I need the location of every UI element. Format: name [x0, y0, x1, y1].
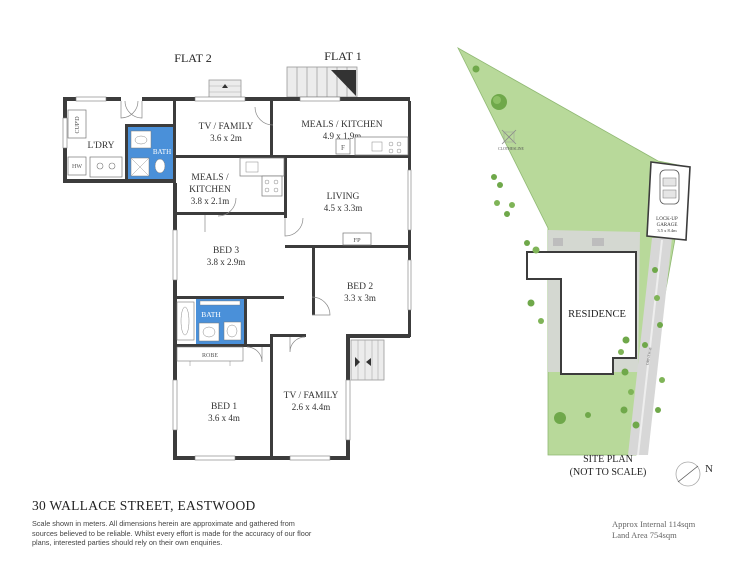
laundry-fixtures: CUP'D HW [67, 109, 123, 178]
tv-family-bottom-name: TV / FAMILY [284, 391, 339, 401]
residence-footprint [526, 251, 637, 375]
bath-bottom: BATH [176, 299, 244, 344]
meals-kitchen-top-name: MEALS / KITCHEN [301, 120, 382, 130]
fireplace-label: FP [353, 237, 361, 244]
tv-family-top-dims: 3.6 x 2m [210, 133, 242, 143]
windows [62, 96, 412, 461]
bed3-dims: 3.8 x 2.9m [207, 257, 246, 267]
tv-family-top-name: TV / FAMILY [199, 122, 254, 132]
robe: ROBE [176, 346, 244, 366]
flat-2-label: FLAT 2 [174, 51, 211, 65]
bath-bottom-label: BATH [201, 310, 221, 319]
robe-label: ROBE [202, 353, 218, 359]
bath-top: BATH [128, 127, 173, 179]
disclaimer-text: Scale shown in meters. All dimensions he… [32, 519, 312, 547]
meals-kitchen-top-dims: 4.9 x 1.9m [323, 131, 362, 141]
garage-label-1: LOCK-UP [656, 217, 678, 222]
floor-plan: FLAT 2 FLAT 1 [62, 49, 412, 461]
bed1-name: BED 1 [211, 402, 237, 412]
clothesline-label: CLOTHESLINE [498, 147, 524, 151]
garage-label-2: GARAGE [657, 223, 678, 228]
internal-area: Approx Internal 114sqm [612, 519, 696, 529]
fridge-label: F [341, 144, 345, 152]
stairs-bottom [350, 339, 385, 381]
site-plan-title-2: (NOT TO SCALE) [569, 467, 647, 478]
meals-kitchen-left-dims: 3.8 x 2.1m [191, 196, 230, 206]
bed2-dims: 3.3 x 3m [344, 293, 376, 303]
north-label: N [705, 463, 713, 475]
area-stats: Approx Internal 114sqm Land Area 754sqm [612, 519, 695, 541]
garage: LOCK-UP GARAGE 3.5 x 8.4m [646, 161, 691, 241]
bath-top-label: BATH [153, 148, 171, 156]
site-steps [592, 238, 604, 246]
driveway-label: DRIVEWAY [645, 346, 652, 365]
bed3-name: BED 3 [213, 246, 239, 256]
site-plan: DRIVEWAY RESIDENCE LOCK-UP GARAGE 3.5 x … [457, 47, 713, 487]
property-address: 30 WALLACE STREET, EASTWOOD [32, 498, 256, 513]
stairs-top [286, 66, 358, 98]
garage-dims: 3.5 x 8.4m [657, 228, 677, 233]
laundry-label: L'DRY [87, 141, 114, 151]
kitchen-top-bench: F [335, 136, 409, 156]
clothesline-icon [501, 129, 517, 145]
site-plan-title: SITE PLAN (NOT TO SCALE) [562, 453, 654, 479]
site-plan-title-1: SITE PLAN [583, 454, 633, 465]
bed2-name: BED 2 [347, 282, 373, 292]
cupboard-label: CUP'D [75, 116, 81, 134]
meals-kitchen-left-name1: MEALS / [191, 173, 229, 183]
land-area: Land Area 754sqm [612, 530, 677, 540]
tv-family-bottom-dims: 2.6 x 4.4m [292, 402, 331, 412]
bed1-dims: 3.6 x 4m [208, 413, 240, 423]
living-name: LIVING [327, 192, 360, 202]
living-dims: 4.5 x 3.3m [324, 203, 363, 213]
doors [120, 100, 331, 363]
residence-label: RESIDENCE [568, 309, 626, 320]
site-steps-2 [553, 238, 563, 246]
entry-step-top [208, 79, 242, 99]
north-arrow-icon: N [675, 461, 713, 487]
fireplace: FP [342, 232, 372, 246]
meals-kitchen-left-name2: KITCHEN [189, 185, 231, 195]
trees [472, 65, 665, 429]
kitchen-left-bench [239, 157, 285, 197]
flat-1-label: FLAT 1 [324, 49, 361, 63]
hot-water-label: HW [72, 164, 82, 170]
